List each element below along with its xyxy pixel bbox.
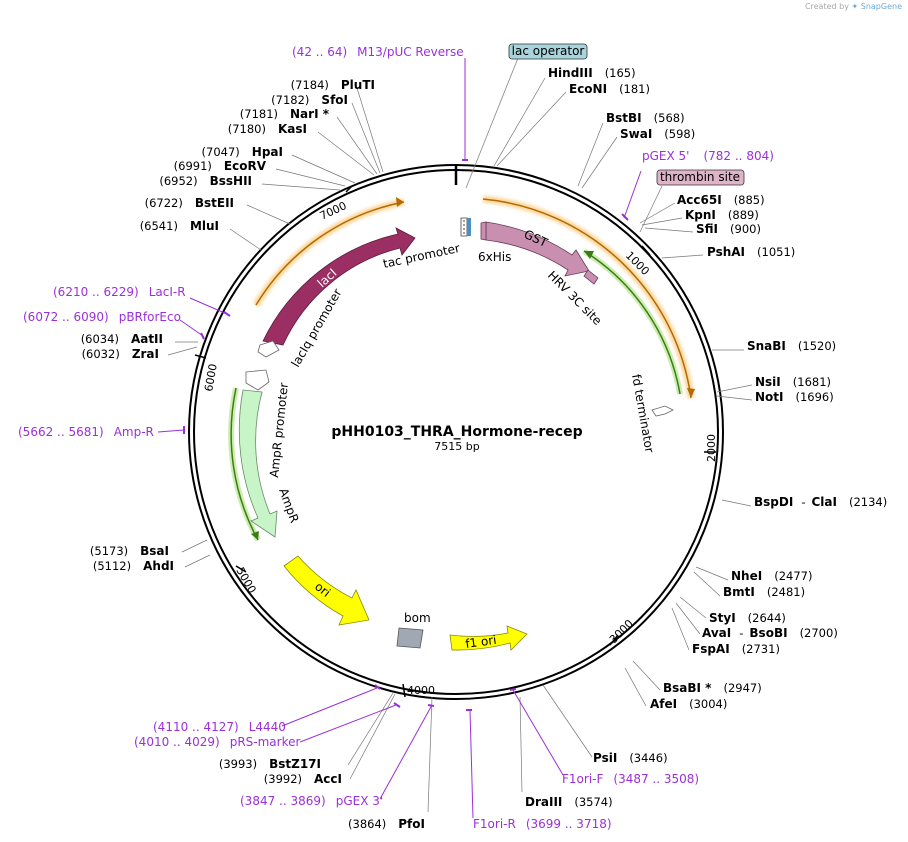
site-nari: (7181)NarI *: [240, 107, 330, 121]
thrombin-site-label[interactable]: thrombin site: [639, 169, 745, 233]
feature-label-ampr: AmpR: [276, 486, 301, 524]
site-pluti: (7184)PluTI: [291, 78, 375, 92]
site-nsii: NsiI(1681): [755, 375, 831, 389]
site-zrai: (6032)ZraI: [82, 347, 159, 361]
site-avai-bsobi: AvaI-BsoBI(2700): [702, 626, 838, 640]
feature-f1-ori[interactable]: f1 ori: [449, 625, 528, 651]
site-pshai: PshAI(1051): [707, 245, 795, 259]
site-nhei: NheI(2477): [731, 569, 812, 583]
feature-HRV-3C-site[interactable]: HRV 3C site: [545, 268, 605, 328]
site-kpni: KpnI(889): [685, 208, 759, 222]
feature-label-f1-ori: f1 ori: [464, 633, 497, 651]
primer-pbrforeco: (6072 .. 6090)pBRforEco: [23, 310, 181, 324]
site-snabi: SnaBI(1520): [747, 339, 836, 353]
site-ecorv: (6991)EcoRV: [174, 159, 267, 173]
sites-left: (7184)PluTI (7182)SfoI (7181)NarI * (718…: [81, 78, 433, 831]
lac-operator-text: lac operator: [512, 44, 585, 58]
feature-fd-terminator[interactable]: fd terminator: [629, 373, 674, 454]
site-acc65i: Acc65I(885): [677, 193, 765, 207]
primer-pgex-3: (3847 .. 3869)pGEX 3': [240, 794, 383, 808]
feature-6xHis[interactable]: 6xHis: [478, 221, 511, 264]
site-bsshii: (6952)BssHII: [159, 174, 252, 188]
feature-label-ampr-promoter: AmpR promoter: [267, 382, 291, 478]
feature-label-bom: bom: [404, 611, 431, 625]
site-sfoi: (7182)SfoI: [271, 93, 348, 107]
primer-prs-marker: (4010 .. 4029)pRS-marker: [134, 735, 300, 749]
site-afei: AfeI(3004): [650, 697, 727, 711]
tick-4000: 4000: [407, 684, 435, 697]
feature-lacI[interactable]: lacI: [262, 227, 416, 346]
site-bmti: BmtI(2481): [723, 585, 805, 599]
site-swai: SwaI(598): [620, 127, 695, 141]
site-bstbi: BstBI(568): [606, 111, 685, 125]
sites-right: HindIII(165) EcoNI(181) BstBI(568) SwaI(…: [493, 66, 887, 809]
tick-5000: 5000: [233, 565, 258, 596]
site-econi: EcoNI(181): [569, 82, 650, 96]
site-kasi: (7180)KasI: [228, 122, 307, 136]
site-psii: PsiI(3446): [593, 751, 668, 765]
primer-f1ori-f: F1ori-F(3487 .. 3508): [562, 772, 699, 786]
primers: (42 .. 64)M13/pUC Reverse pGEX 5'(782 ..…: [18, 45, 774, 831]
primer-amp-r: (5662 .. 5681)Amp-R: [18, 425, 154, 439]
snapgene-credit: Created by ✦ SnapGene: [805, 2, 902, 11]
site-hpai: (7047)HpaI: [202, 145, 283, 159]
site-bspdi-clai: BspDI-ClaI(2134): [754, 495, 887, 509]
site-ahdi: (5112)AhdI: [93, 559, 174, 573]
feature-bom[interactable]: bom: [396, 611, 431, 649]
credit-brand: SnapGene: [860, 2, 902, 11]
thrombin-site-text: thrombin site: [660, 170, 740, 184]
site-mlui: (6541)MluI: [140, 219, 219, 233]
primer-f1ori-r: F1ori-R(3699 .. 3718): [473, 817, 612, 831]
site-fspai: FspAI(2731): [692, 642, 780, 656]
site-aatii: (6034)AatII: [81, 332, 163, 346]
site-pfoi: (3864)PfoI: [348, 817, 425, 831]
green-arcs: [228, 248, 683, 542]
primer-m13-puc-reverse: (42 .. 64)M13/pUC Reverse: [292, 45, 464, 59]
feature-label-6xhis: 6xHis: [478, 250, 511, 264]
site-bsteii: (6722)BstEII: [145, 196, 234, 210]
primer-pgex-5: pGEX 5'(782 .. 804): [642, 149, 774, 163]
site-styi: StyI(2644): [709, 611, 786, 625]
feature-ori[interactable]: ori: [283, 555, 370, 626]
tick-6000: 6000: [202, 363, 220, 393]
plasmid-length: 7515 bp: [434, 440, 479, 453]
site-draiii: DraIII(3574): [525, 795, 613, 809]
primer-laci-r: (6210 .. 6229)LacI-R: [53, 285, 186, 299]
site-bstz17i: (3993)BstZ17I: [219, 757, 321, 771]
orange-arcs: [253, 195, 695, 399]
snapgene-logo-icon: ✦: [851, 2, 859, 11]
feature-label-fd-terminator: fd terminator: [629, 373, 657, 454]
credit-prefix: Created by: [804, 2, 849, 11]
plasmid-name: pHH0103_THRA_Hormone-recep: [331, 424, 582, 440]
lac-operator-label[interactable]: lac operator: [465, 43, 588, 189]
site-bsabi: BsaBI *(2947): [663, 681, 762, 695]
primer-l4440: (4110 .. 4127)L4440: [153, 720, 286, 734]
site-noti: NotI(1696): [755, 390, 834, 404]
site-sfii: SfiI(900): [696, 222, 761, 236]
site-hindiii: HindIII(165): [548, 66, 636, 80]
tick-2000: 2000: [705, 434, 718, 462]
site-bsai: (5173)BsaI: [90, 544, 169, 558]
site-acci: (3992)AccI: [264, 772, 342, 786]
